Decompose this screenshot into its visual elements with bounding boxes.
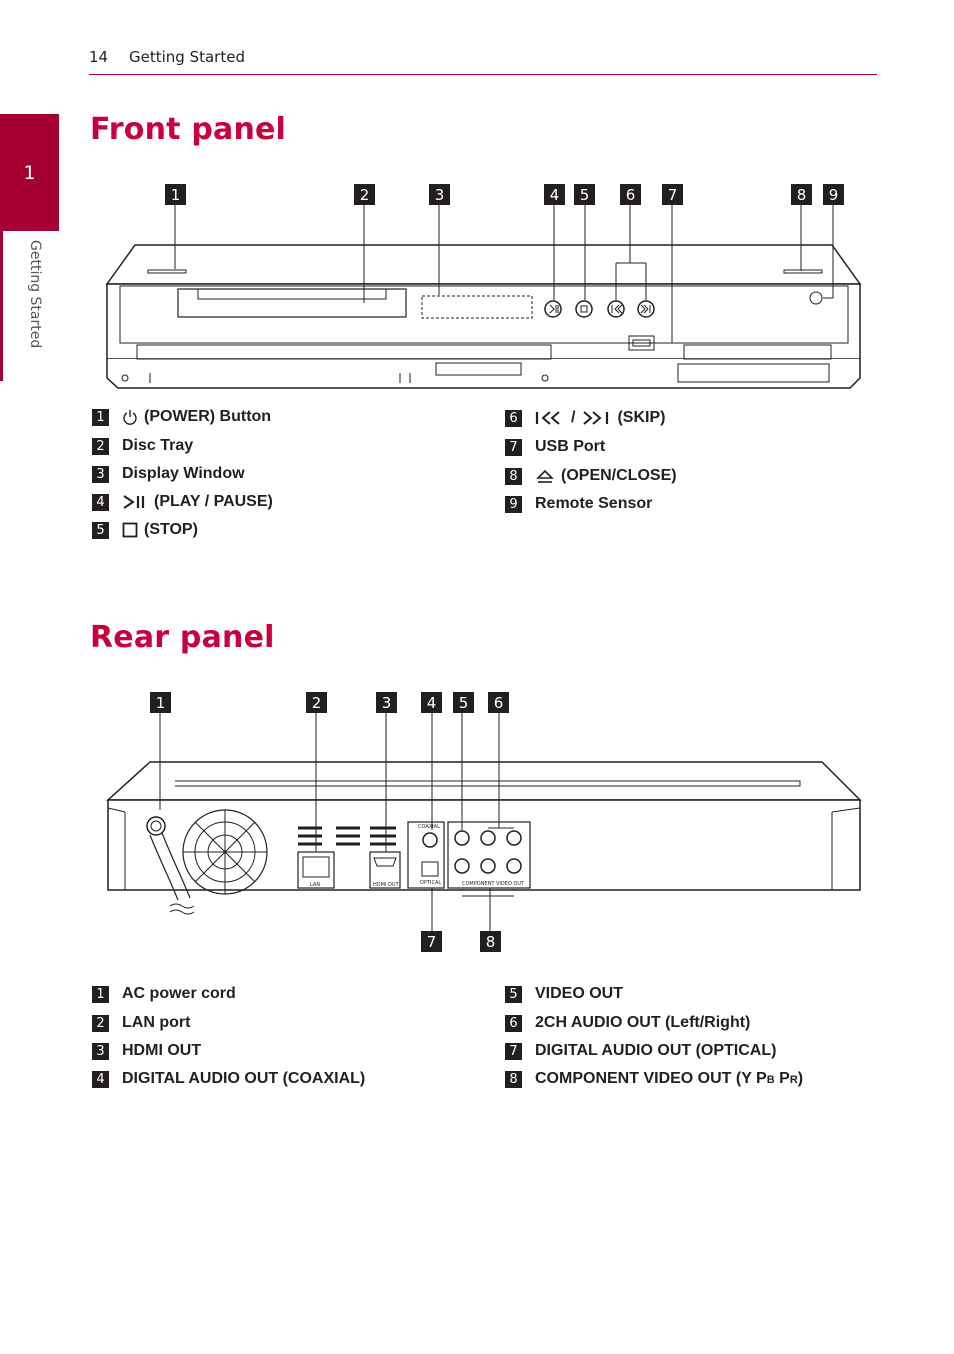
rear-callout-3: 3 bbox=[376, 692, 397, 713]
power-icon bbox=[122, 409, 138, 425]
front-legend-item-1: 1 (POWER) Button bbox=[92, 408, 271, 426]
page-number: 14 bbox=[89, 48, 109, 66]
rear-legend-item-4: 4 DIGITAL AUDIO OUT (COAXIAL) bbox=[92, 1070, 365, 1088]
front-callout-3: 3 bbox=[429, 184, 450, 205]
rear-callout-6: 6 bbox=[488, 692, 509, 713]
legend-number: 1 bbox=[92, 408, 109, 426]
front-legend-item-3: 3 Display Window bbox=[92, 465, 245, 483]
legend-number: 5 bbox=[505, 985, 522, 1003]
legend-label: Display Window bbox=[122, 465, 245, 482]
play-pause-icon bbox=[122, 494, 148, 510]
chapter-side-rule bbox=[0, 231, 3, 381]
front-legend-item-5: 5 (STOP) bbox=[92, 521, 198, 539]
legend-label: (POWER) Button bbox=[144, 408, 272, 425]
rear-legend-item-3: 3 HDMI OUT bbox=[92, 1042, 201, 1060]
rear-panel-illustration: LAN HDMI OUT OPTICAL COAXIAL COMPONENT V… bbox=[106, 713, 862, 931]
coaxial-port-label: COAXIAL bbox=[418, 824, 440, 830]
legend-label: COMPONENT VIDEO OUT (Y PB PR) bbox=[535, 1070, 804, 1087]
rear-legend-item-6: 6 2CH AUDIO OUT (Left/Right) bbox=[505, 1014, 750, 1032]
rear-legend-item-2: 2 LAN port bbox=[92, 1014, 190, 1032]
rear-callout-7: 7 bbox=[421, 931, 442, 952]
legend-number: 3 bbox=[92, 1042, 109, 1060]
front-panel-title: Front panel bbox=[90, 112, 287, 147]
front-legend-item-7: 7 USB Port bbox=[505, 438, 605, 456]
legend-label: LAN port bbox=[122, 1014, 191, 1031]
hdmi-port-label: HDMI OUT bbox=[373, 882, 400, 888]
legend-number: 8 bbox=[505, 1070, 522, 1088]
legend-label: VIDEO OUT bbox=[535, 985, 624, 1002]
front-callout-9: 9 bbox=[823, 184, 844, 205]
legend-number: 2 bbox=[92, 437, 109, 455]
front-callout-5: 5 bbox=[574, 184, 595, 205]
rear-legend-item-1: 1 AC power cord bbox=[92, 985, 236, 1003]
chapter-tab: 1 bbox=[0, 114, 59, 231]
rear-callout-8: 8 bbox=[480, 931, 501, 952]
legend-label: (STOP) bbox=[144, 521, 198, 538]
optical-port-label: OPTICAL bbox=[420, 880, 441, 886]
legend-number: 4 bbox=[92, 493, 109, 511]
running-head: Getting Started bbox=[129, 48, 245, 66]
stop-icon bbox=[122, 522, 138, 538]
component-port-label: COMPONENT VIDEO OUT bbox=[462, 881, 525, 887]
front-legend-item-9: 9 Remote Sensor bbox=[505, 495, 652, 513]
legend-number: 1 bbox=[92, 985, 109, 1003]
lan-port-label: LAN bbox=[310, 882, 320, 888]
side-chapter-title: Getting Started bbox=[27, 240, 43, 349]
front-callout-1: 1 bbox=[165, 184, 186, 205]
rear-legend-item-8: 8 COMPONENT VIDEO OUT (Y PB PR) bbox=[505, 1070, 803, 1088]
legend-label: HDMI OUT bbox=[122, 1042, 202, 1059]
legend-label: (PLAY / PAUSE) bbox=[154, 493, 273, 510]
legend-number: 3 bbox=[92, 465, 109, 483]
legend-label: AC power cord bbox=[122, 985, 236, 1002]
legend-number: 5 bbox=[92, 521, 109, 539]
front-panel-illustration bbox=[105, 205, 862, 389]
legend-label: DIGITAL AUDIO OUT (OPTICAL) bbox=[535, 1042, 777, 1059]
eject-icon bbox=[535, 468, 555, 484]
rear-legend-item-7: 7 DIGITAL AUDIO OUT (OPTICAL) bbox=[505, 1042, 776, 1060]
legend-number: 9 bbox=[505, 495, 522, 513]
legend-label: (OPEN/CLOSE) bbox=[561, 467, 677, 484]
front-legend-item-4: 4 (PLAY / PAUSE) bbox=[92, 493, 273, 511]
legend-label: 2CH AUDIO OUT (Left/Right) bbox=[535, 1014, 751, 1031]
legend-number: 7 bbox=[505, 438, 522, 456]
legend-label: Disc Tray bbox=[122, 437, 194, 454]
skip-previous-icon bbox=[535, 410, 565, 426]
front-legend-item-2: 2 Disc Tray bbox=[92, 437, 193, 455]
front-callout-8: 8 bbox=[791, 184, 812, 205]
front-legend-item-6: 6 / (SKIP) bbox=[505, 409, 665, 427]
rear-callout-4: 4 bbox=[421, 692, 442, 713]
legend-number: 4 bbox=[92, 1070, 109, 1088]
rear-legend-item-5: 5 VIDEO OUT bbox=[505, 985, 623, 1003]
rear-panel-title: Rear panel bbox=[90, 620, 275, 655]
legend-number: 2 bbox=[92, 1014, 109, 1032]
front-callout-6: 6 bbox=[620, 184, 641, 205]
rear-callout-5: 5 bbox=[453, 692, 474, 713]
legend-label: DIGITAL AUDIO OUT (COAXIAL) bbox=[122, 1070, 366, 1087]
front-callout-4: 4 bbox=[544, 184, 565, 205]
legend-number: 6 bbox=[505, 1014, 522, 1032]
legend-number: 7 bbox=[505, 1042, 522, 1060]
rear-callout-1: 1 bbox=[150, 692, 171, 713]
front-legend-item-8: 8 (OPEN/CLOSE) bbox=[505, 467, 677, 485]
legend-number: 8 bbox=[505, 467, 522, 485]
front-callout-7: 7 bbox=[662, 184, 683, 205]
rear-callout-2: 2 bbox=[306, 692, 327, 713]
legend-label: Remote Sensor bbox=[535, 495, 653, 512]
front-callout-2: 2 bbox=[354, 184, 375, 205]
legend-label: USB Port bbox=[535, 438, 606, 455]
skip-separator: / bbox=[571, 409, 576, 426]
skip-next-icon bbox=[581, 410, 611, 426]
legend-label: (SKIP) bbox=[617, 409, 666, 426]
header-rule bbox=[89, 74, 877, 75]
legend-number: 6 bbox=[505, 409, 522, 427]
chapter-number: 1 bbox=[23, 161, 36, 184]
